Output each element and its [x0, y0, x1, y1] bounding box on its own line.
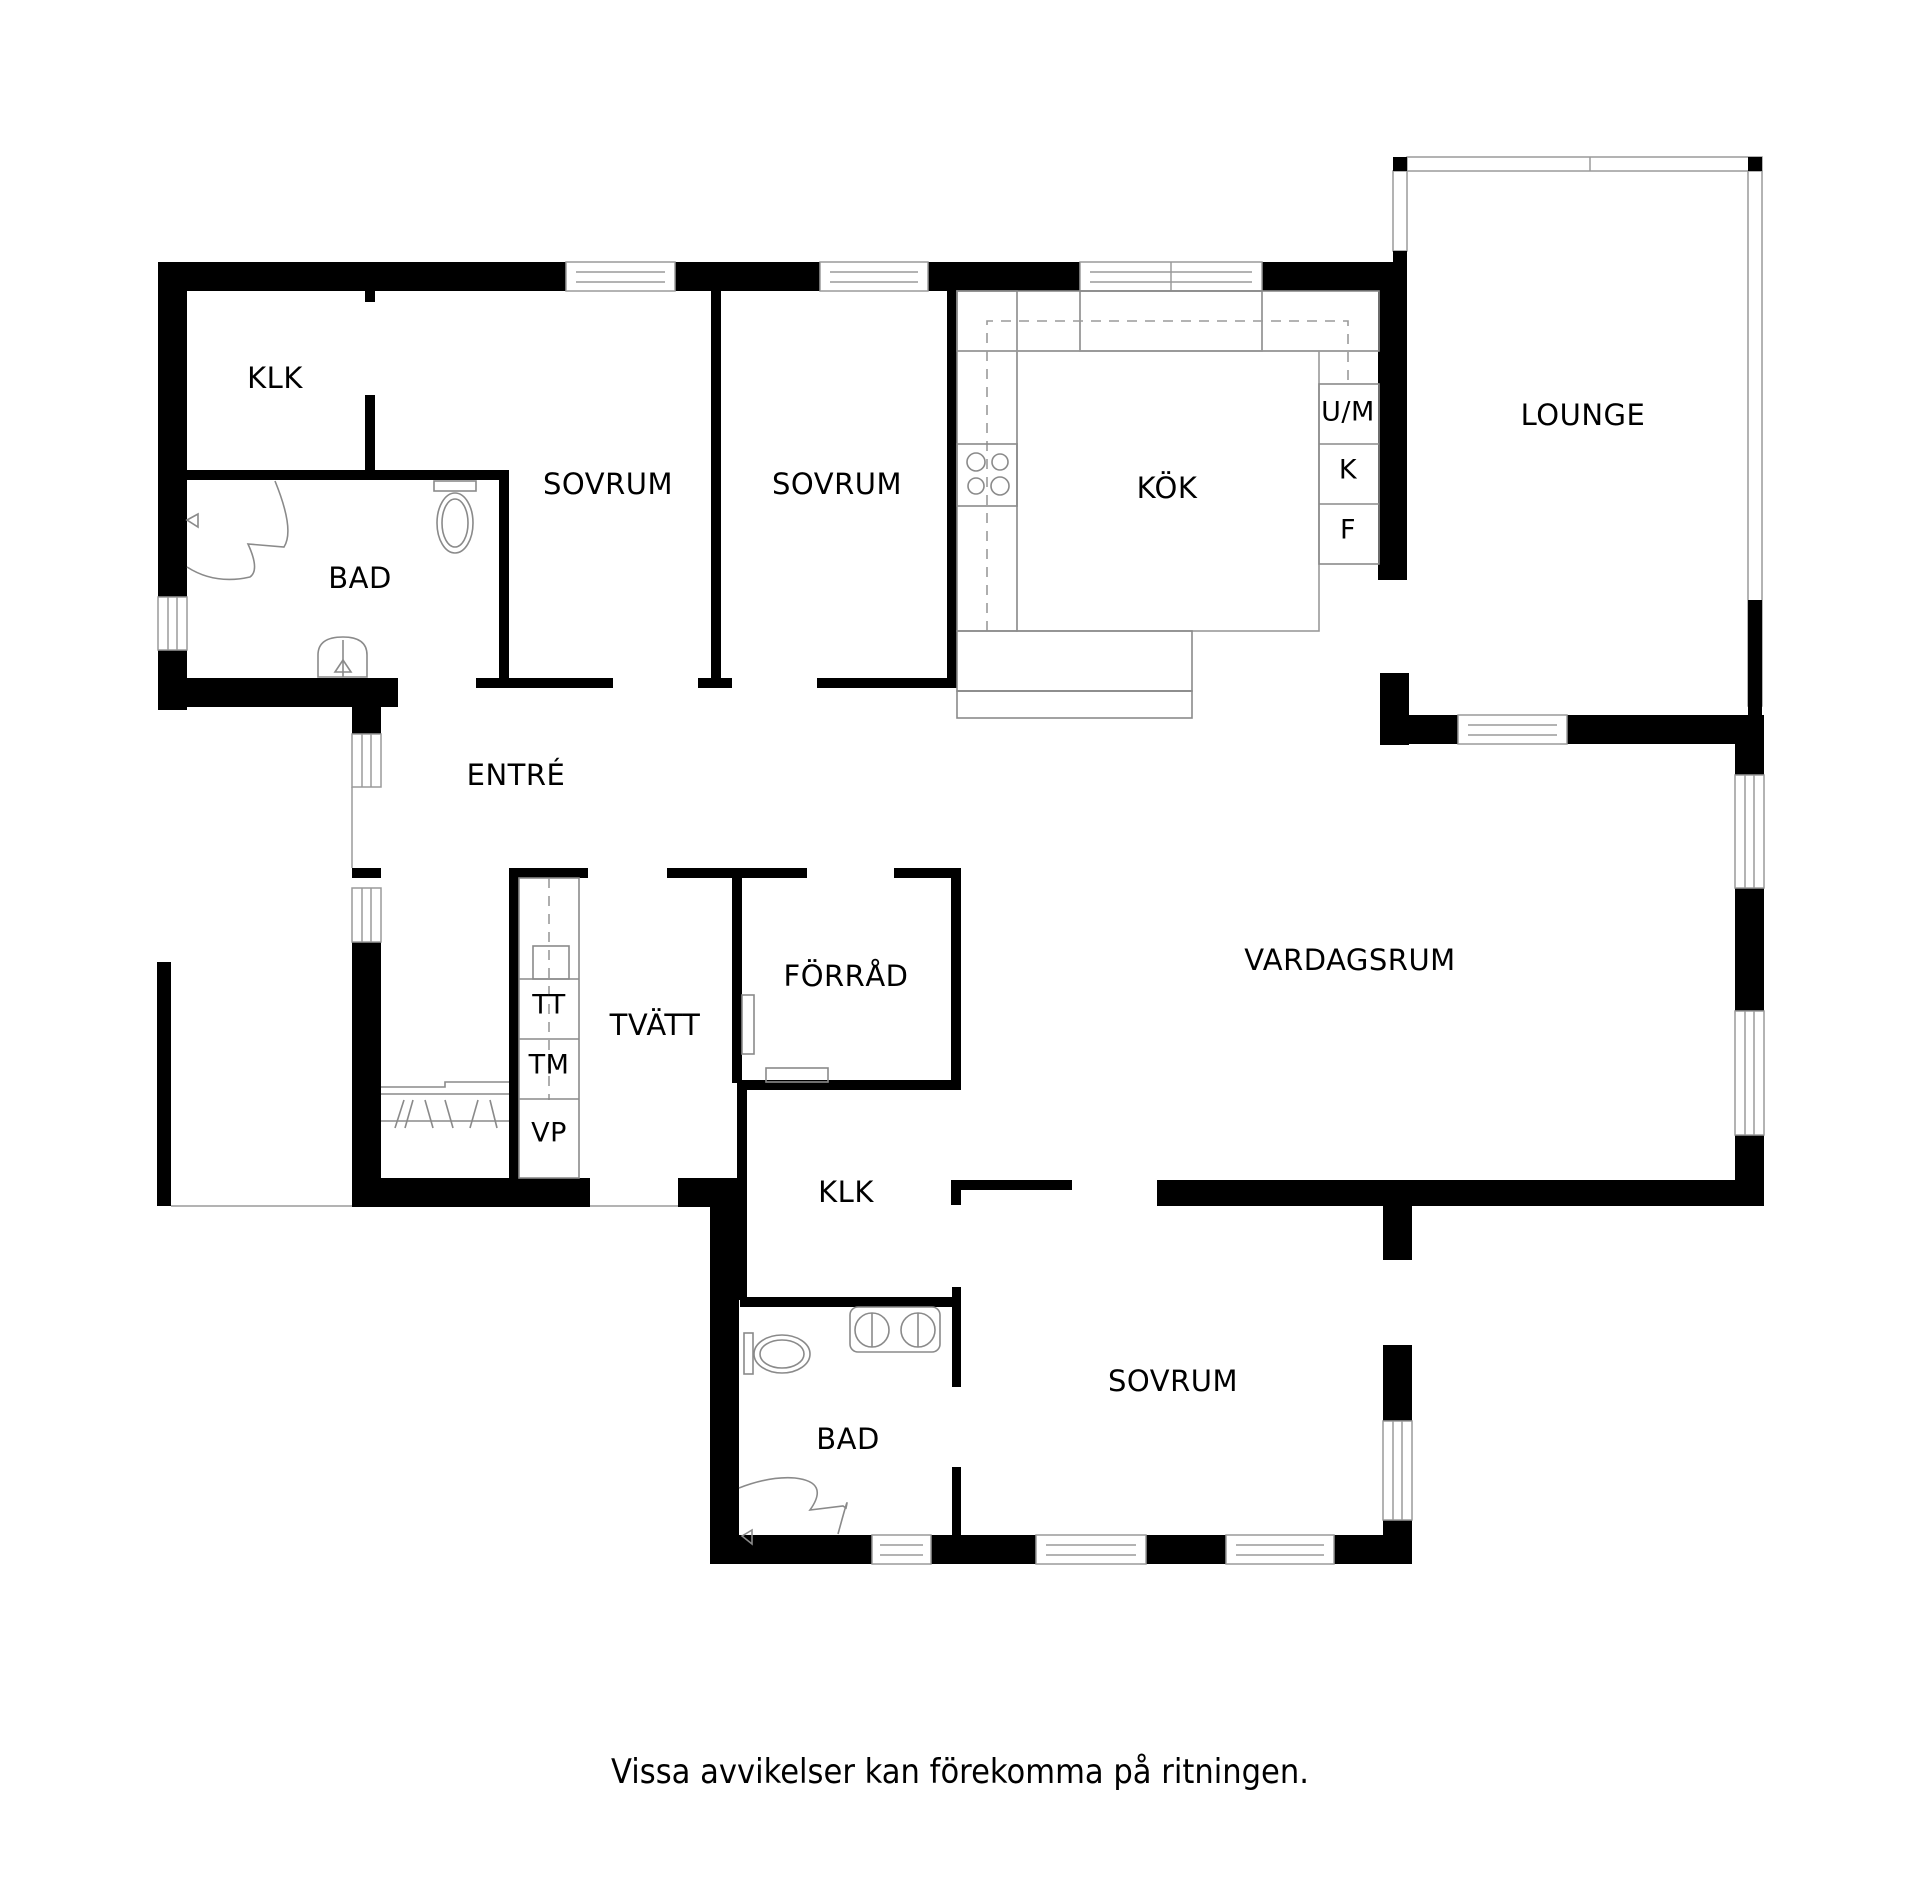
room-label-bad-1: BAD	[328, 561, 392, 595]
appliance-label-k: K	[1338, 454, 1358, 486]
appliance-label-um: U/M	[1321, 396, 1375, 428]
room-label-sovrum-1: SOVRUM	[543, 467, 673, 501]
room-label-klk-1: KLK	[247, 361, 303, 395]
appliance-label-vp: VP	[531, 1117, 567, 1149]
room-label-sovrum-2: SOVRUM	[772, 467, 902, 501]
room-label-vardagsrum: VARDAGSRUM	[1244, 943, 1456, 977]
room-label-bad-2: BAD	[816, 1422, 880, 1456]
kitchen-fixtures	[956, 290, 1380, 719]
disclaimer-text: Vissa avvikelser kan förekomma på ritnin…	[610, 1752, 1310, 1792]
room-label-klk-2: KLK	[818, 1175, 874, 1209]
room-label-sovrum-3: SOVRUM	[1108, 1364, 1238, 1398]
room-label-forrad: FÖRRÅD	[783, 959, 909, 993]
room-label-kok: KÖK	[1136, 471, 1198, 505]
appliance-label-f: F	[1339, 514, 1357, 546]
room-label-tvatt: TVÄTT	[609, 1008, 701, 1042]
bathroom-fixtures	[185, 480, 941, 1546]
laundry-fixtures	[381, 877, 829, 1179]
appliance-label-tt: TT	[532, 989, 566, 1021]
room-label-entre: ENTRÉ	[466, 758, 566, 792]
walls	[157, 262, 1764, 1564]
appliance-label-tm: TM	[528, 1049, 570, 1081]
room-label-lounge: LOUNGE	[1520, 398, 1646, 432]
